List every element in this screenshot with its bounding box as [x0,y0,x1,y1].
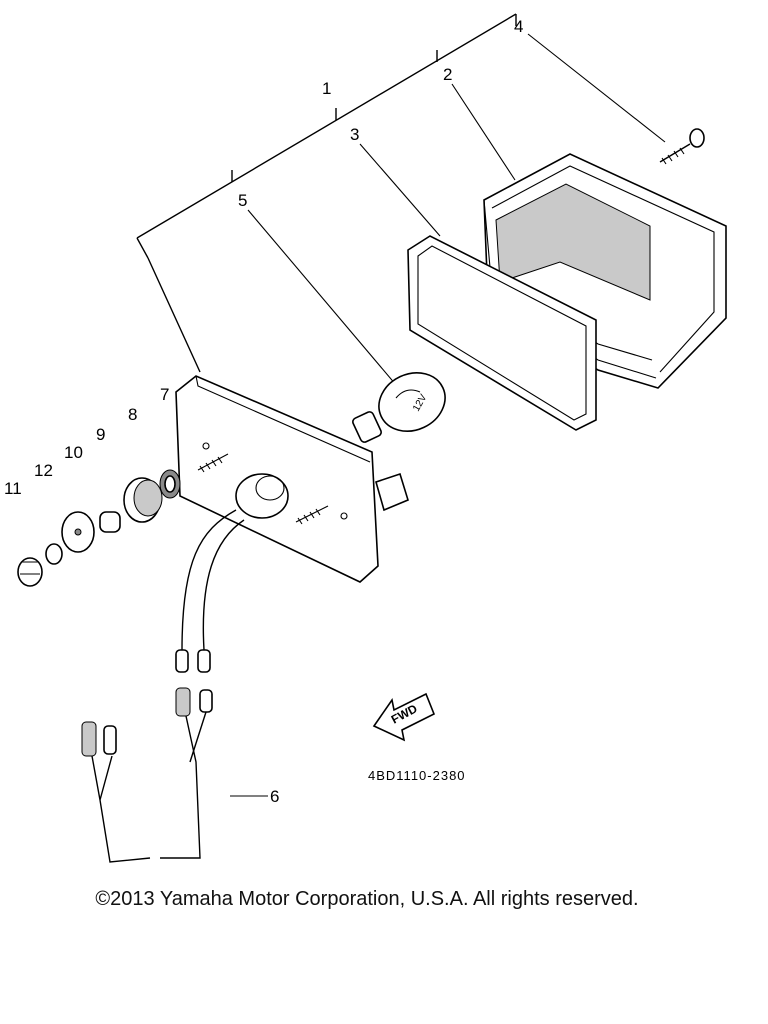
part-base-plate [175,375,409,583]
part-screw [659,128,705,165]
copyright-notice: ©2013 Yamaha Motor Corporation, U.S.A. A… [95,888,639,910]
callout-3: 3 [350,125,359,144]
callout-5: 5 [238,191,247,210]
callout-12: 12 [34,461,53,480]
part-hardware [17,469,181,587]
callout-4: 4 [514,17,523,36]
part-bulb: 12V [352,372,446,443]
fwd-arrow-icon: FWD [372,692,436,742]
callout-9: 9 [96,425,105,444]
assembly-bracket [136,13,517,373]
leader-lines [230,33,666,797]
callout-1: 1 [322,79,331,98]
part-wire-harness [175,509,245,717]
callout-labels: 1 2 3 4 5 6 7 8 9 10 11 12 4BD1110-2380 [4,17,523,806]
parts-diagram: 12V [4,13,727,863]
callout-11: 11 [4,479,22,498]
part-gasket [407,235,597,431]
callout-6: 6 [270,787,279,806]
callout-10: 10 [64,443,83,462]
diagram-code: 4BD1110-2380 [368,768,466,783]
callout-2: 2 [443,65,452,84]
part-wire-lead [81,711,207,863]
callout-7: 7 [160,385,169,404]
callout-8: 8 [128,405,137,424]
